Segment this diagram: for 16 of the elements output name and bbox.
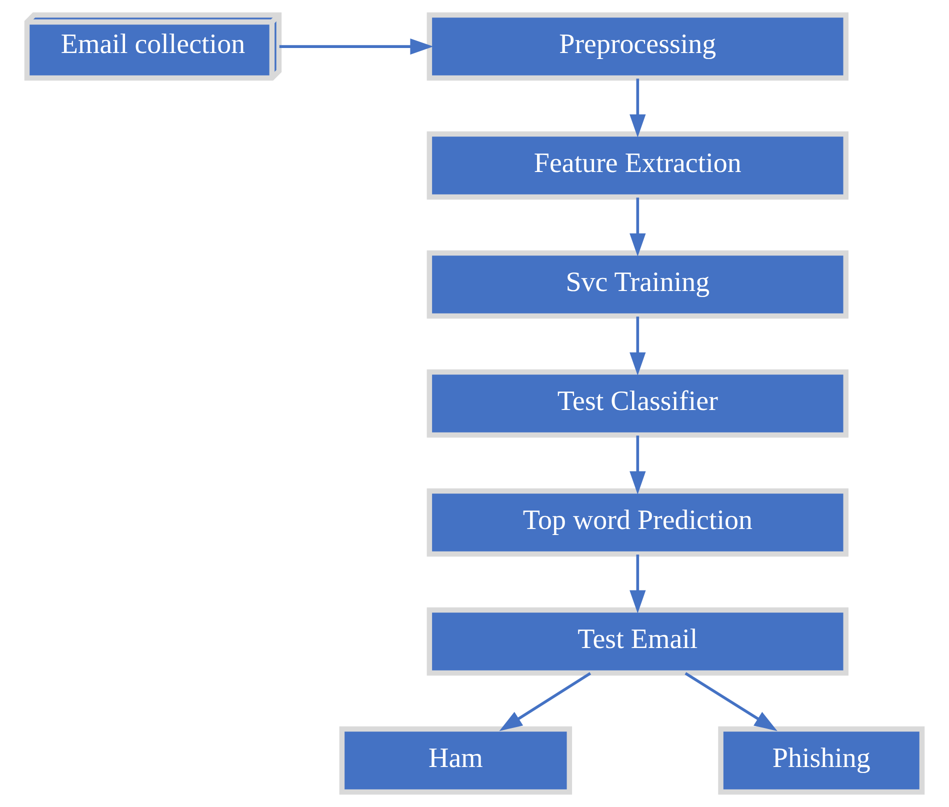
node-box: Test Email [426,607,848,676]
arrow [630,198,646,256]
node-box: Test Classifier [426,369,848,438]
node-box: Feature Extraction [426,131,848,200]
arrow [684,672,778,732]
arrow [630,78,646,138]
node-box: Preprocessing [426,12,848,81]
arrow [630,316,646,376]
node-box: Top word Prediction [426,488,848,557]
node-box: Ham [339,726,572,795]
arrow [630,554,646,614]
node-box: Svc Training [426,250,848,319]
arrow [499,672,592,732]
node-box: Phishing [718,726,925,795]
arrow [630,436,646,494]
arrow [279,38,434,55]
